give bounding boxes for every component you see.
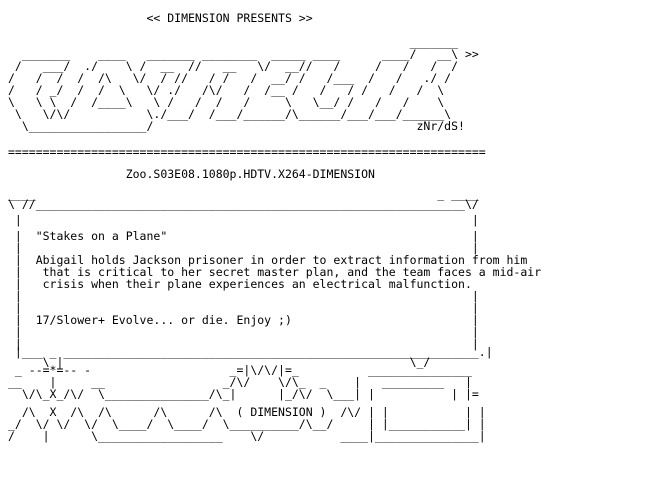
nfo-line: \ \ \ / /____\ \ / / / / \ \__/ / / / \ (8, 95, 445, 109)
nfo-line: _______ ____ _______ ________ _____ ____… (8, 47, 479, 61)
nfo-line: / / / / /\ \/ / // / / / __/ / /___ / / … (8, 71, 452, 85)
nfo-line: / ___/ ./ \ / __ // __ \/ __// / / / / / (8, 59, 459, 73)
nfo-line: | | (8, 301, 479, 315)
nfo-line: _ --=*=-- - _=|\/\/|=_ _______________ (8, 363, 472, 377)
nfo-line: | that is critical to her secret master … (8, 265, 542, 279)
nfo-line: | | (8, 337, 479, 351)
nfo-line: _/ \/ \/ \/ \____/ \____/ \__________/\_… (8, 417, 486, 431)
nfo-line: | 17/Slower+ Evolve... or die. Enjoy ;) … (8, 313, 479, 327)
nfo-line: \_________________/ zNr/dS! (8, 119, 465, 133)
nfo-line: | | (8, 325, 479, 339)
nfo-line: | Abigail holds Jackson prisoner in orde… (8, 253, 528, 267)
nfo-line: | | (8, 289, 479, 303)
nfo-line: << DIMENSION PRESENTS >> (8, 11, 313, 25)
nfo-line: | | (8, 241, 479, 255)
nfo-line: |___ _ _________________________________… (8, 345, 493, 359)
nfo-line: \ //____________________________________… (8, 197, 479, 211)
nfo-line: __ | __ _/\/ \/\_ _ | _________ | (8, 375, 472, 389)
nfo-line: ____ _ ____ (8, 187, 479, 201)
nfo-line: | "Stakes on a Plane" | (8, 229, 479, 243)
nfo-line: /\ X /\ /\ /\ /\ ( DIMENSION ) /\/ | | |… (8, 405, 486, 419)
nfo-line: Zoo.S03E08.1080p.HDTV.X264-DIMENSION (8, 167, 375, 181)
nfo-line: ========================================… (8, 145, 486, 159)
nfo-line: \ \/\/ \./___/ /___/______/\______/___/_… (8, 107, 452, 121)
nfo-line: \/\_X_/\/ \_______________/\_| |_/\/ \__… (8, 387, 479, 401)
nfo-line: | crisis when their plane experiences an… (8, 277, 472, 291)
nfo-line: / / _/ / / \ \/ ./ /\/ / /__ / / / / / /… (8, 83, 445, 97)
nfo-line: \ | \_/ (8, 355, 431, 369)
nfo-line: | | (8, 213, 479, 227)
nfo-line: _______ (8, 35, 459, 49)
nfo-line: / | \__________________ \/ ____|________… (8, 429, 486, 443)
